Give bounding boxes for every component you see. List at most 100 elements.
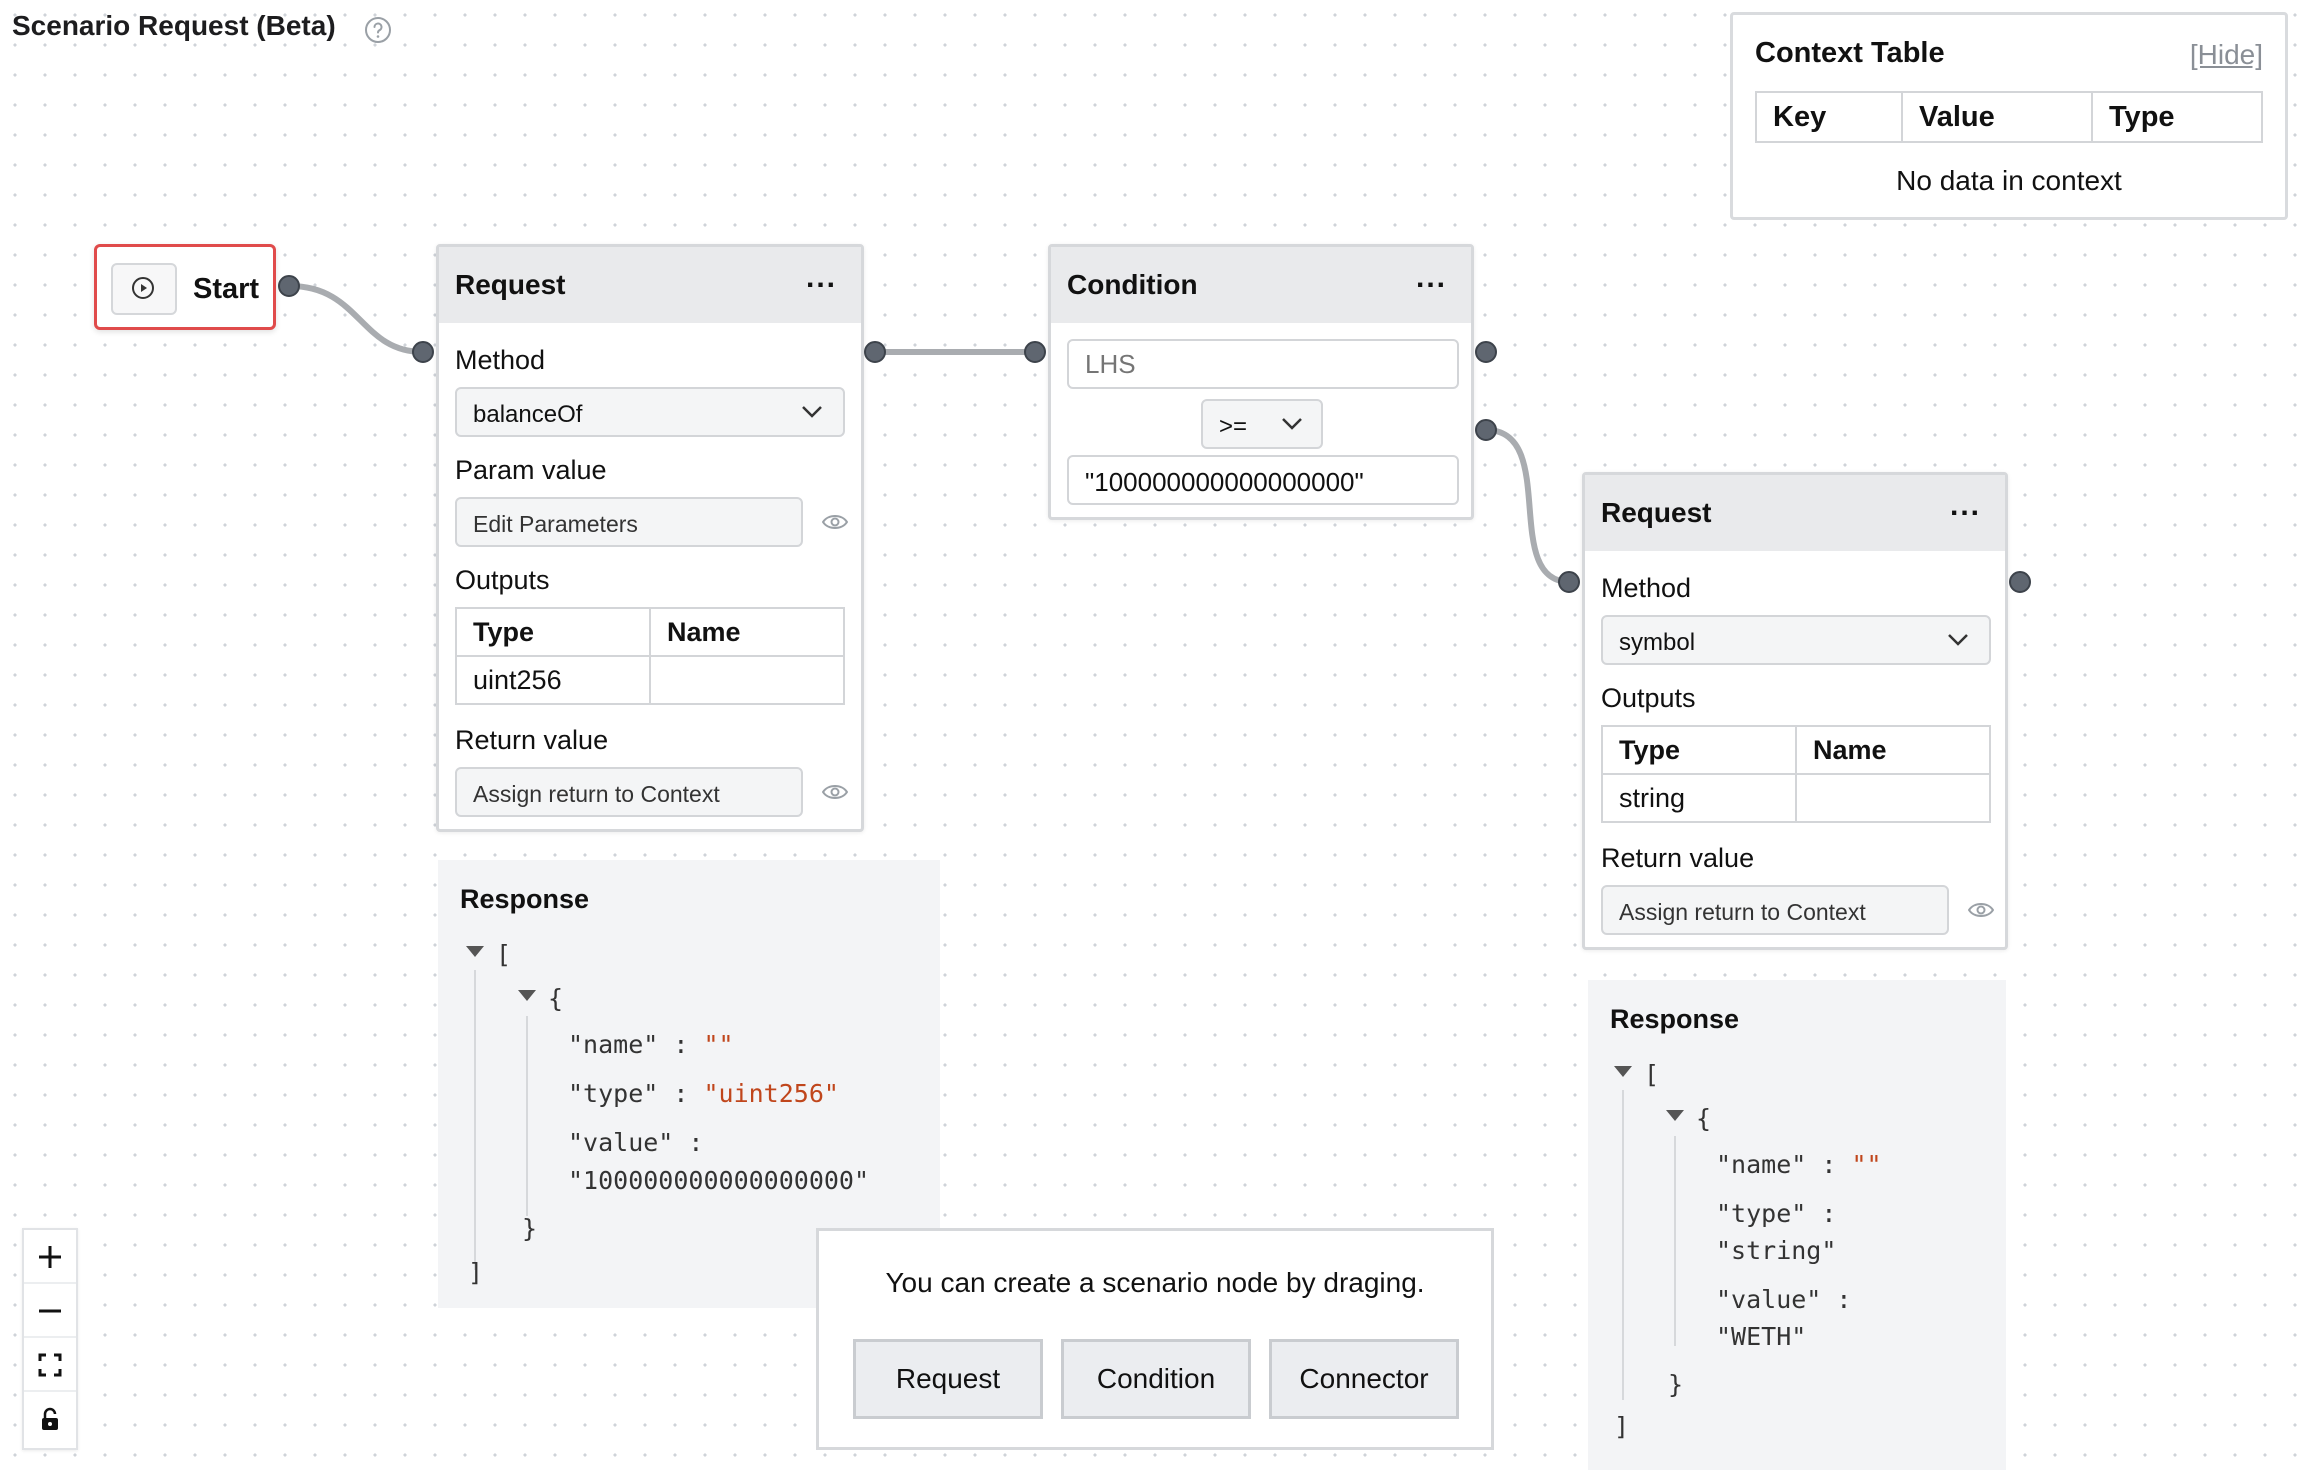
- eye-icon[interactable]: [822, 513, 848, 531]
- palette-connector-button[interactable]: Connector: [1269, 1339, 1459, 1419]
- method-label: Method: [1601, 573, 1692, 603]
- output-type-cell: uint256: [455, 655, 651, 705]
- json-close-bracket: ]: [1614, 1412, 1630, 1441]
- response-title: Response: [460, 884, 590, 914]
- json-string: "": [1851, 1150, 1882, 1179]
- plus-icon: [39, 1246, 61, 1268]
- eye-icon[interactable]: [1968, 901, 1994, 919]
- outputs-col-type: Type: [455, 607, 651, 657]
- minus-icon: [39, 1309, 61, 1313]
- request-node-2-input-handle[interactable]: [1558, 571, 1580, 593]
- method-label: Method: [455, 345, 546, 375]
- zoom-controls: [22, 1228, 78, 1450]
- condition-node-title: Condition: [1067, 269, 1198, 300]
- fit-view-button[interactable]: [24, 1338, 76, 1392]
- lhs-input[interactable]: [1067, 339, 1459, 389]
- eye-icon[interactable]: [822, 783, 848, 801]
- output-name-cell[interactable]: [649, 655, 845, 705]
- run-button[interactable]: [111, 263, 177, 315]
- collapse-toggle-icon[interactable]: [1666, 1110, 1684, 1121]
- context-empty-text: No data in context: [1896, 165, 2122, 196]
- start-node[interactable]: Start: [94, 244, 276, 330]
- method-select[interactable]: symbol: [1601, 615, 1991, 665]
- edit-parameters-field[interactable]: Edit Parameters: [455, 497, 803, 547]
- start-output-handle[interactable]: [278, 275, 300, 297]
- assign-return-field[interactable]: Assign return to Context: [455, 767, 803, 817]
- context-col-value: Value: [1901, 91, 2093, 143]
- condition-node-header[interactable]: Condition ...: [1051, 247, 1471, 323]
- request-node-1-input-handle[interactable]: [412, 341, 434, 363]
- chevron-down-icon: [1948, 634, 1968, 646]
- request-node-1-menu-button[interactable]: ...: [805, 261, 837, 294]
- assign-return-field[interactable]: Assign return to Context: [1601, 885, 1949, 935]
- request-node-2-header[interactable]: Request ...: [1585, 475, 2005, 551]
- outputs-col-name: Name: [1795, 725, 1991, 775]
- outputs-col-type: Type: [1601, 725, 1797, 775]
- json-key: "value" :: [1716, 1285, 1852, 1314]
- collapse-toggle-icon[interactable]: [518, 990, 536, 1001]
- json-open-brace: {: [548, 984, 564, 1013]
- palette-condition-button[interactable]: Condition: [1061, 1339, 1251, 1419]
- json-close-bracket: ]: [468, 1258, 484, 1287]
- json-close-brace: }: [1668, 1370, 1684, 1399]
- json-indent-guide: [474, 970, 476, 1270]
- outputs-table: Type Name string: [1601, 725, 1991, 823]
- request-node-2-title: Request: [1601, 497, 1712, 528]
- page-title: Scenario Request (Beta): [12, 10, 336, 41]
- context-table-hide-link[interactable]: [Hide]: [2189, 39, 2263, 70]
- help-icon[interactable]: [364, 16, 392, 44]
- edge-start-request: [289, 283, 424, 355]
- request-node-1-header[interactable]: Request ...: [439, 247, 861, 323]
- json-key: "name" :: [568, 1030, 704, 1059]
- condition-node-menu-button[interactable]: ...: [1415, 261, 1447, 294]
- condition-node[interactable]: Condition ... >= "100000000000000000": [1048, 244, 1474, 520]
- lock-icon: [42, 1407, 58, 1430]
- outputs-label: Outputs: [455, 565, 550, 595]
- request-node-2[interactable]: Request ... Method symbol Outputs Type N…: [1582, 472, 2008, 950]
- json-indent-guide: [526, 1016, 528, 1216]
- condition-true-handle[interactable]: [1475, 341, 1497, 363]
- zoom-out-button[interactable]: [24, 1284, 76, 1338]
- chevron-down-icon: [1282, 418, 1302, 430]
- fit-view-icon: [38, 1353, 62, 1377]
- json-type-line: "type" : "uint256": [568, 1079, 839, 1108]
- context-table: Key Value Type: [1755, 91, 2263, 143]
- start-label: Start: [193, 273, 260, 305]
- table-row: string: [1601, 773, 1991, 823]
- response-panel-1: Response [ { "name" : "" "type" : "uint2…: [438, 860, 940, 1308]
- zoom-in-button[interactable]: [24, 1230, 76, 1284]
- method-select[interactable]: balanceOf: [455, 387, 845, 437]
- json-string: "": [703, 1030, 734, 1059]
- edge-condition-request: [1485, 427, 1571, 585]
- json-key: "value" :: [568, 1128, 704, 1157]
- condition-false-handle[interactable]: [1475, 419, 1497, 441]
- condition-input-handle[interactable]: [1024, 341, 1046, 363]
- collapse-toggle-icon[interactable]: [1614, 1066, 1632, 1077]
- json-key: "type" :: [568, 1079, 704, 1108]
- request-node-2-menu-button[interactable]: ...: [1949, 489, 1981, 522]
- chevron-down-icon: [802, 406, 822, 418]
- return-value-label: Return value: [455, 725, 609, 755]
- json-name-line: "name" : "": [1716, 1150, 1882, 1179]
- table-row: uint256: [455, 655, 845, 705]
- lock-button[interactable]: [24, 1392, 76, 1446]
- context-col-key: Key: [1755, 91, 1903, 143]
- json-close-brace: }: [522, 1214, 538, 1243]
- request-node-1-title: Request: [455, 269, 566, 300]
- rhs-input[interactable]: "100000000000000000": [1067, 455, 1459, 505]
- operator-select[interactable]: >=: [1201, 399, 1323, 449]
- json-indent-guide: [1622, 1090, 1624, 1400]
- json-open-bracket: [: [496, 940, 512, 969]
- request-node-1-output-handle[interactable]: [864, 341, 886, 363]
- context-col-type: Type: [2091, 91, 2263, 143]
- outputs-label: Outputs: [1601, 683, 1696, 713]
- json-key: "name" :: [1716, 1150, 1852, 1179]
- request-node-1[interactable]: Request ... Method balanceOf Param value…: [436, 244, 864, 832]
- collapse-toggle-icon[interactable]: [466, 946, 484, 957]
- palette-request-button[interactable]: Request: [853, 1339, 1043, 1419]
- palette-hint: You can create a scenario node by dragin…: [885, 1267, 1425, 1298]
- param-value-label: Param value: [455, 455, 607, 485]
- json-string: "100000000000000000": [568, 1166, 870, 1195]
- request-node-2-output-handle[interactable]: [2009, 571, 2031, 593]
- output-name-cell[interactable]: [1795, 773, 1991, 823]
